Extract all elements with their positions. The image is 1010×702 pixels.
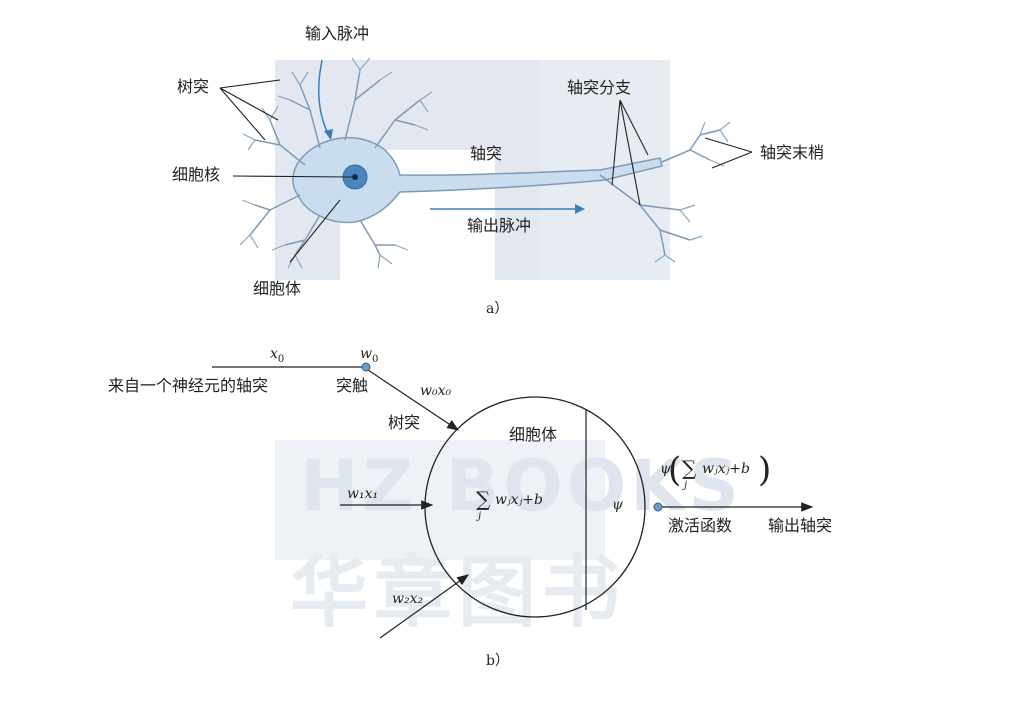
output-psi: ψ bbox=[660, 461, 671, 477]
label-output-pulse: 输出脉冲 bbox=[467, 216, 532, 235]
label-dendrite-a: 树突 bbox=[177, 77, 210, 96]
label-axon: 轴突 bbox=[470, 144, 503, 163]
term-w1x1: w₁x₁ bbox=[347, 486, 379, 502]
label-output-axon: 输出轴突 bbox=[768, 516, 833, 535]
label-axon-terminal: 轴突末梢 bbox=[760, 143, 825, 162]
dendrite-arrow-0 bbox=[367, 369, 459, 431]
output-sum-expression: wⱼxⱼ+b bbox=[702, 461, 750, 477]
input-arrow-2 bbox=[379, 574, 469, 639]
svg-text:(: ( bbox=[668, 450, 681, 490]
svg-text:∑: ∑ bbox=[682, 456, 697, 480]
input-x0: x0 bbox=[270, 346, 285, 365]
label-input-pulse: 输入脉冲 bbox=[305, 24, 370, 43]
label-activation: 激活函数 bbox=[668, 516, 733, 535]
term-w0x0: w₀x₀ bbox=[420, 383, 452, 399]
activation-psi: ψ bbox=[612, 497, 623, 513]
cell-body-circle bbox=[424, 396, 646, 618]
svg-text:∑: ∑ bbox=[476, 487, 491, 511]
weight-w0: w0 bbox=[360, 346, 379, 365]
label-from-axon: 来自一个神经元的轴突 bbox=[108, 376, 269, 395]
label-nucleus: 细胞核 bbox=[172, 165, 221, 184]
term-w2x2: w₂x₂ bbox=[392, 591, 424, 607]
watermark-brand: HZ BOOKS bbox=[300, 445, 743, 527]
sum-index: j bbox=[478, 511, 482, 522]
label-soma-a: 细胞体 bbox=[253, 279, 302, 298]
output-node bbox=[653, 502, 663, 512]
label-synapse: 突触 bbox=[336, 376, 369, 395]
output-sum-index: j bbox=[684, 480, 688, 491]
watermark-cn: 华章图书 bbox=[290, 548, 627, 638]
label-axon-branch: 轴突分支 bbox=[567, 78, 632, 97]
sum-expression: wⱼxⱼ+b bbox=[495, 492, 543, 508]
synapse-node bbox=[361, 362, 371, 372]
label-dendrite-b: 树突 bbox=[388, 413, 421, 432]
svg-text:): ) bbox=[758, 450, 771, 490]
nucleus-inner bbox=[352, 174, 358, 180]
caption-a: a） bbox=[486, 301, 509, 317]
caption-b: b） bbox=[486, 653, 509, 669]
label-soma-b: 细胞体 bbox=[509, 425, 558, 444]
